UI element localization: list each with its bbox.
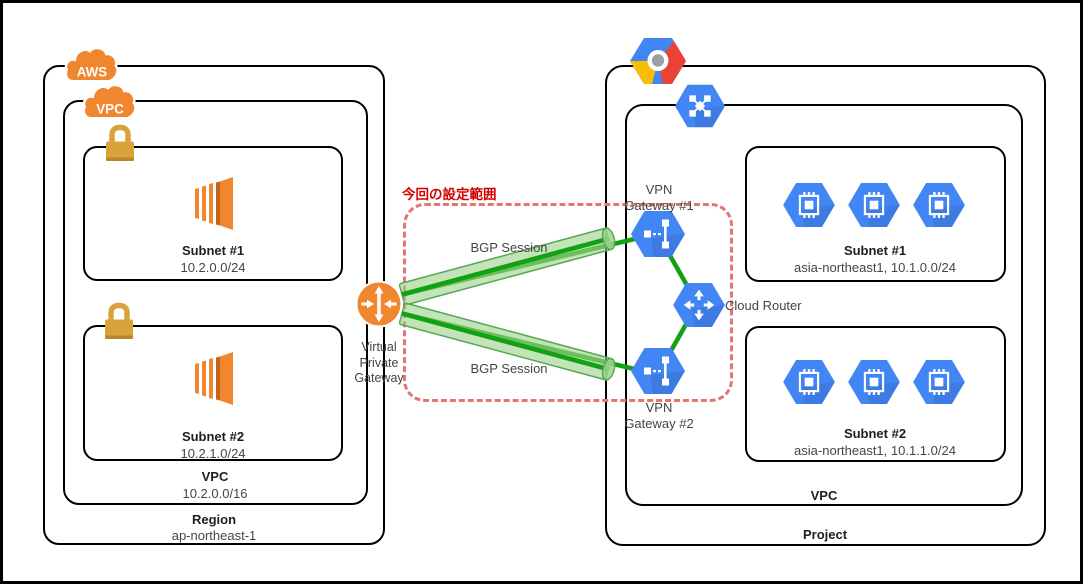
vpn-gateway2-label-line1: VPN [645, 400, 673, 415]
gcp-subnet1-detail: asia-northeast1, 10.1.0.0/24 [794, 260, 956, 275]
vpn-gateway1-label-line2: Gateway #1 [624, 198, 694, 213]
vpg-label-line1: Virtual [361, 340, 397, 354]
gcp-vpc-label: VPC [810, 488, 838, 503]
aws-subnet1-box [83, 146, 343, 281]
gcp-logo-icon [630, 38, 686, 84]
vpc-network-icon [675, 83, 725, 129]
aws-subnet1-cidr: 10.2.0.0/24 [180, 260, 246, 275]
gcp-subnet2-box [745, 326, 1006, 462]
aws-region-name: ap-northeast-1 [171, 528, 257, 543]
gcp-subnet1-title: Subnet #1 [843, 243, 907, 258]
cloud-router-icon [673, 282, 725, 328]
bgp-session-bottom-label: BGP Session [470, 361, 548, 376]
ec2-instances-icon [195, 177, 233, 230]
aws-cloud-label: AWS [77, 65, 108, 80]
compute-engine-icon [913, 182, 965, 228]
lock-icon [100, 301, 138, 343]
aws-cloud-icon: AWS [64, 46, 119, 83]
aws-region-title: Region [191, 512, 237, 527]
virtual-private-gateway-label: Virtual Private Gateway [354, 340, 403, 387]
bgp-session-top-label: BGP Session [470, 240, 548, 255]
configuration-scope-label: 今回の設定範囲 [402, 187, 497, 202]
gcp-subnet1-box [745, 146, 1006, 282]
vpn-gateway-icon [631, 210, 685, 258]
aws-vpc-title: VPC [201, 469, 229, 484]
vpg-label-line3: Gateway [354, 371, 404, 385]
vpn-gateway2-label-line2: Gateway #2 [624, 416, 694, 431]
aws-vpc-cloud-label: VPC [96, 102, 124, 117]
gcp-subnet2-detail: asia-northeast1, 10.1.1.0/24 [794, 443, 956, 458]
virtual-private-gateway-icon [355, 280, 403, 328]
aws-vpc-cidr: 10.2.0.0/16 [182, 486, 248, 501]
aws-subnet1-title: Subnet #1 [181, 243, 245, 258]
compute-engine-icon [848, 182, 900, 228]
vpn-gateway1-label-line1: VPN [645, 182, 673, 197]
vpn-gateway2-label: VPN Gateway #2 [624, 400, 693, 432]
aws-subnet2-box [83, 325, 343, 461]
gcp-project-label: Project [802, 527, 848, 542]
vpg-label-line2: Private [359, 355, 399, 370]
aws-subnet2-title: Subnet #2 [181, 429, 245, 444]
compute-engine-icon [783, 182, 835, 228]
aws-vpc-cloud-icon: VPC [82, 83, 137, 120]
compute-engine-icon [783, 359, 835, 405]
ec2-instances-icon [195, 352, 233, 405]
compute-engine-icon [848, 359, 900, 405]
vpn-gateway1-label: VPN Gateway #1 [624, 182, 693, 214]
cloud-router-label: Cloud Router [725, 298, 802, 313]
compute-engine-icon [913, 359, 965, 405]
lock-icon [101, 123, 139, 165]
gcp-subnet2-title: Subnet #2 [843, 426, 907, 441]
vpn-gateway-icon [631, 347, 685, 395]
aws-subnet2-cidr: 10.2.1.0/24 [180, 446, 246, 461]
